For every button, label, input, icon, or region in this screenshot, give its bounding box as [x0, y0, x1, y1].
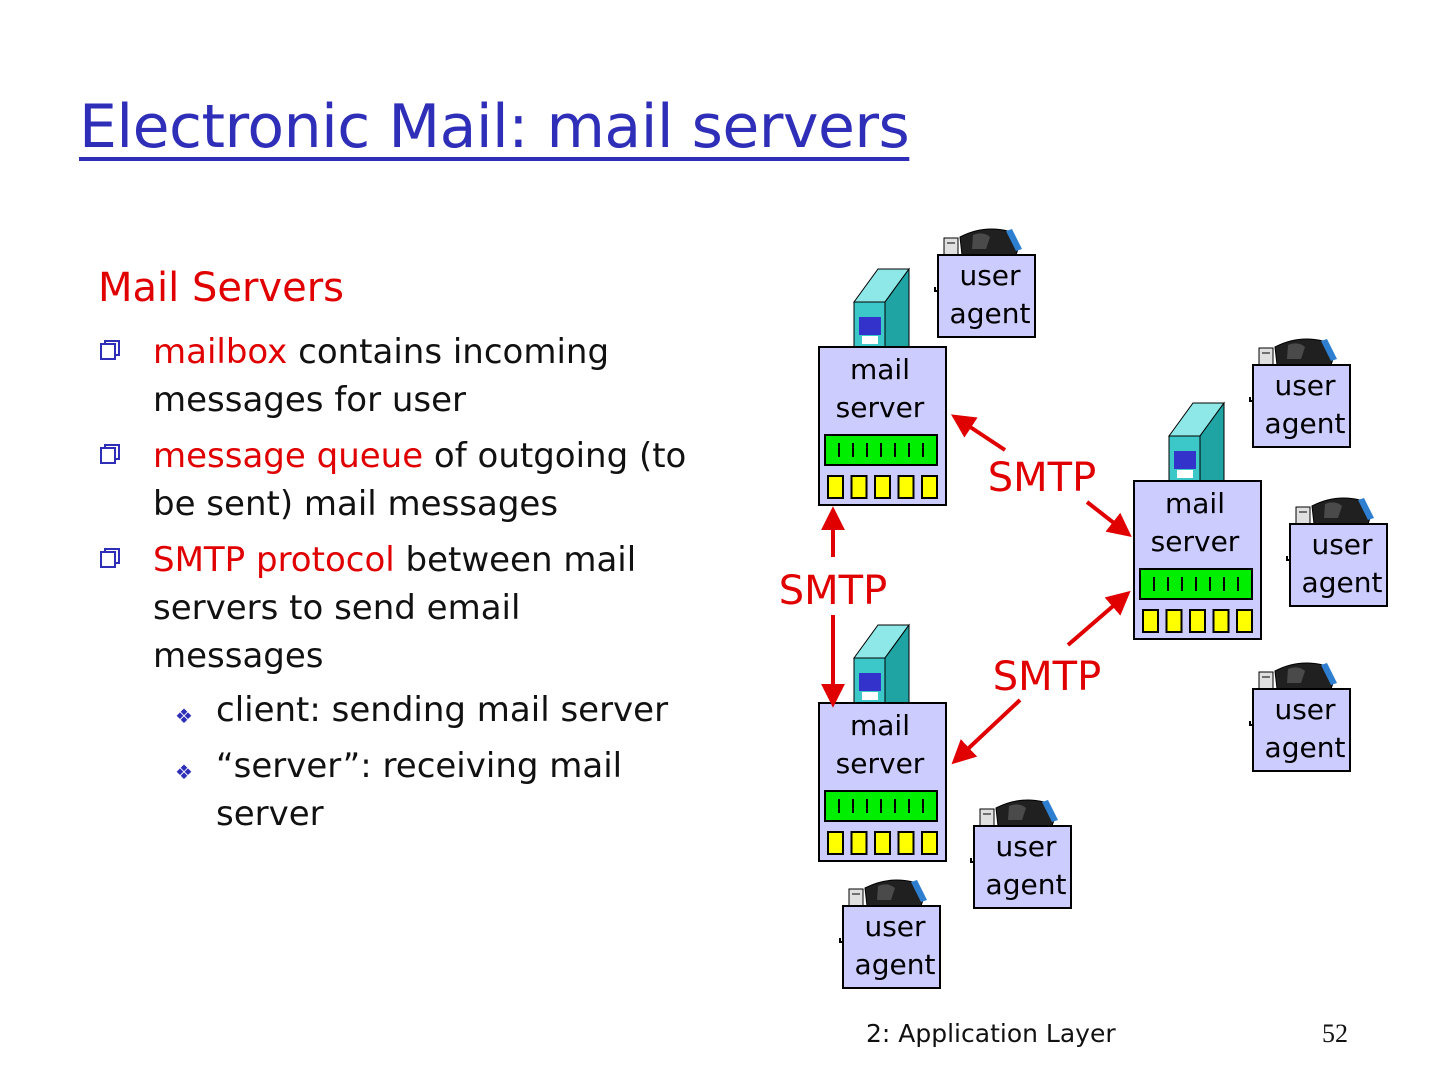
computer-icon	[1286, 497, 1374, 561]
computer-icon	[934, 228, 1022, 292]
mail-server-label: mail	[850, 709, 910, 742]
mail-server: mail server	[1133, 401, 1262, 640]
sub-bullet-item-client: ❖ client: sending mail server	[153, 686, 700, 734]
sub-bullet-item-server: ❖ “server”: receiving mail server	[153, 742, 700, 838]
bullet-item-smtp-protocol: SMTP protocol between mail servers to se…	[100, 536, 700, 838]
mail-server-label: mail	[1165, 487, 1225, 520]
user-agent: user agent	[970, 799, 1072, 909]
smtp-link: SMTP	[951, 590, 1131, 765]
smtp-label: SMTP	[988, 455, 1096, 501]
mailbox-queue-icon	[824, 434, 938, 466]
mail-server-label: server	[836, 747, 925, 780]
bullet-highlight: message queue	[153, 436, 424, 476]
user-agent-label: user	[864, 910, 926, 943]
bullet-text: of outgoing (to be sent) mail messages	[153, 436, 687, 524]
mail-server-label: mail	[850, 353, 910, 386]
mail-server: mail server	[818, 267, 947, 506]
message-queue-slots-icon	[827, 831, 938, 855]
user-agent: user agent	[934, 228, 1036, 338]
bullet-item-mailbox: mailbox contains incoming messages for u…	[100, 328, 700, 424]
section-heading: Mail Servers	[98, 265, 344, 311]
message-queue-slots-icon	[1142, 609, 1253, 633]
bullet-item-message-queue: message queue of outgoing (to be sent) m…	[100, 432, 700, 528]
user-agent-label: user	[995, 830, 1057, 863]
diamond-bullet-icon: ❖	[175, 760, 193, 784]
bullet-list: mailbox contains incoming messages for u…	[100, 328, 700, 846]
mailbox-queue-icon	[824, 790, 938, 822]
user-agent-label: user	[1274, 369, 1336, 402]
mail-server: mail server	[818, 623, 947, 862]
bullet-text: between mail servers to send email messa…	[153, 540, 637, 676]
smtp-label: SMTP	[779, 568, 887, 614]
user-agent-label: agent	[1302, 566, 1383, 599]
computer-icon	[839, 879, 927, 943]
user-agent-label: user	[1311, 528, 1373, 561]
bullet-highlight: SMTP protocol	[153, 540, 395, 580]
diamond-bullet-icon: ❖	[175, 704, 193, 728]
message-queue-slots-icon	[827, 475, 938, 499]
bullet-highlight: mailbox	[153, 332, 288, 372]
user-agent-label: agent	[950, 297, 1031, 330]
user-agent-label: agent	[1265, 407, 1346, 440]
smtp-label: SMTP	[993, 654, 1101, 700]
mail-server-label: server	[836, 391, 925, 424]
computer-icon	[1249, 338, 1337, 402]
smtp-arrow	[1085, 500, 1132, 537]
user-agent: user agent	[839, 879, 941, 989]
slide-title: Electronic Mail: mail servers	[79, 92, 910, 162]
user-agent: user agent	[1249, 338, 1351, 448]
footer-label: 2: Application Layer	[866, 1019, 1116, 1048]
smtp-link: SMTP	[950, 414, 1132, 537]
user-agent-label: user	[959, 259, 1021, 292]
user-agent-label: agent	[986, 868, 1067, 901]
user-agent-label: agent	[1265, 731, 1346, 764]
checkbox-bullet-icon	[100, 548, 120, 568]
computer-icon	[970, 799, 1058, 863]
user-agent-label: agent	[855, 948, 936, 981]
user-agent-label: user	[1274, 693, 1336, 726]
sub-bullet-text: “server”: receiving mail server	[216, 746, 623, 834]
checkbox-bullet-icon	[100, 340, 120, 360]
smtp-arrow	[1066, 590, 1131, 647]
bullet-text: contains incoming messages for user	[153, 332, 610, 420]
computer-icon	[1249, 662, 1337, 726]
smtp-link: SMTP	[779, 506, 887, 708]
sub-bullet-list: ❖ client: sending mail server ❖ “server”: …	[153, 686, 700, 838]
smtp-arrow	[951, 698, 1022, 765]
mailbox-queue-icon	[1139, 568, 1253, 600]
user-agent: user agent	[1286, 497, 1388, 607]
sub-bullet-text: client: sending mail server	[216, 690, 669, 730]
checkbox-bullet-icon	[100, 444, 120, 464]
page-number: 52	[1322, 1019, 1348, 1048]
smtp-arrow	[950, 414, 1007, 452]
mail-server-label: server	[1151, 525, 1240, 558]
user-agent: user agent	[1249, 662, 1351, 772]
